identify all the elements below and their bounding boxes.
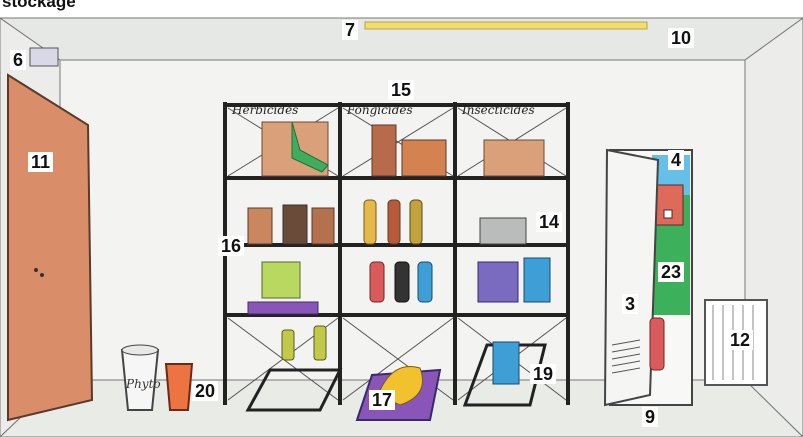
bottle-floor-1 [282, 330, 294, 360]
callout-20: 20 [192, 381, 218, 401]
phyto-bucket-rim [122, 345, 158, 355]
entry-door [8, 75, 92, 420]
door-handle-2 [40, 273, 44, 277]
fungicide-bottle-2 [388, 200, 400, 244]
callout-16: 16 [218, 236, 244, 256]
green-canister [262, 262, 300, 298]
callout-23: 23 [658, 262, 684, 282]
wall-sign [30, 48, 58, 66]
callout-17: 17 [369, 390, 395, 410]
fungicide-bottle-blue [418, 262, 432, 302]
fungicide-bottle-black [395, 262, 409, 302]
shelf-label-herbicides: Herbicides [231, 103, 298, 117]
callout-15: 15 [388, 80, 414, 100]
insecticide-bag [478, 262, 518, 302]
phyto-bucket-label: Phyto [125, 377, 161, 391]
herbicide-package-2 [283, 205, 307, 244]
callout-11: 11 [28, 152, 53, 172]
insecticide-container [524, 258, 550, 302]
fungicide-bottle-1 [364, 200, 376, 244]
purple-tray [248, 302, 318, 314]
fire-extinguisher [650, 318, 664, 370]
shelf-label-fongicides: Fongicides [346, 103, 413, 117]
callout-7: 7 [342, 20, 358, 40]
outside-house [655, 185, 683, 225]
callout-4: 4 [668, 150, 684, 170]
outside-house-window [664, 210, 672, 218]
callout-3: 3 [622, 294, 638, 314]
callout-9: 9 [642, 407, 658, 427]
blue-drum [493, 342, 519, 384]
ceiling-light [365, 22, 647, 29]
fungicide-bottle-3 [410, 200, 422, 244]
callout-12: 12 [727, 330, 753, 350]
insecticide-box [484, 140, 544, 176]
fungicide-tall-box [372, 125, 396, 176]
herbicide-package-1 [248, 208, 272, 244]
door-handle [34, 268, 38, 272]
orange-bin [166, 364, 192, 410]
shelf-label-insecticides: Insecticides [461, 103, 535, 117]
fungicide-box [402, 140, 446, 176]
fungicide-bottle-red [370, 262, 384, 302]
page-header-partial: stockage [2, 0, 76, 12]
callout-14: 14 [536, 212, 562, 232]
callout-19: 19 [530, 364, 556, 384]
insecticide-crate [480, 218, 526, 244]
bottle-floor-2 [314, 326, 326, 360]
callout-10: 10 [668, 28, 694, 48]
herbicide-package-3 [312, 208, 334, 244]
callout-6: 6 [10, 50, 26, 70]
